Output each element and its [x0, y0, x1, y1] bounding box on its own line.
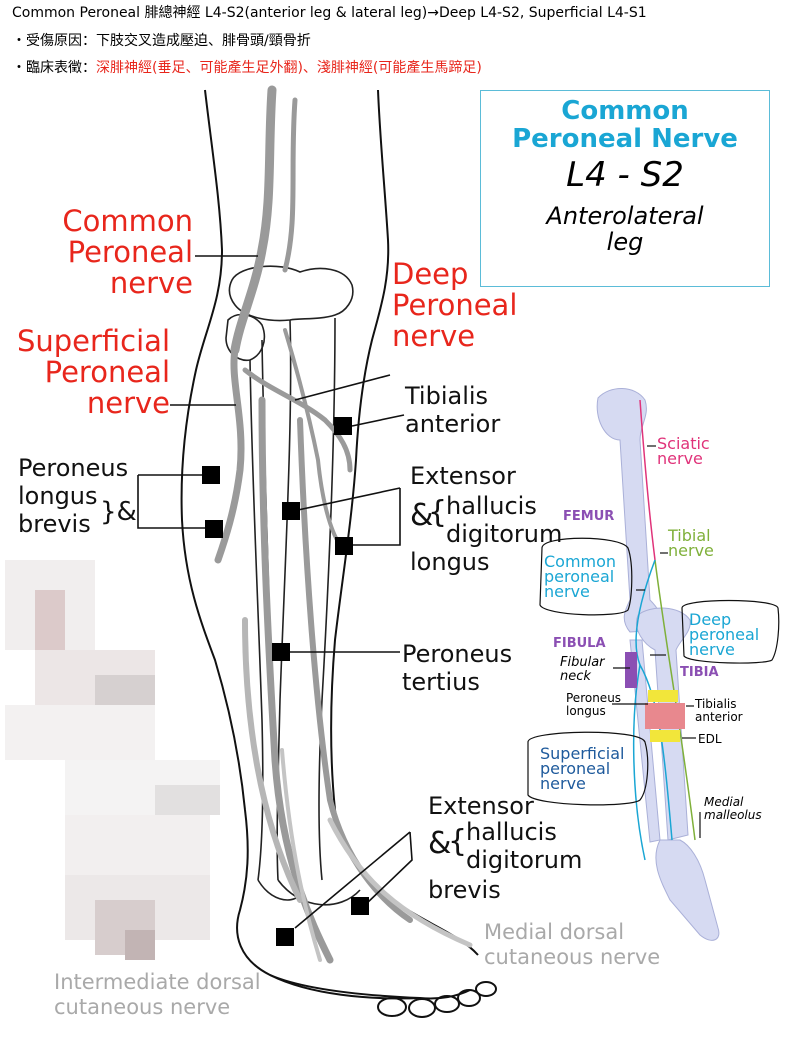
point-peroneus-longus: [202, 466, 220, 484]
title-box-level: L4 - S2: [566, 155, 684, 195]
title-box-title: Common Peroneal Nerve: [512, 96, 738, 154]
inset-deep-peroneal: Deep peroneal nerve: [689, 610, 760, 659]
inset-diagram: [527, 388, 780, 941]
motor-points: [202, 417, 369, 946]
label-hallucis-brevis: hallucis: [466, 818, 557, 846]
label-extensor-longus: Extensor: [410, 462, 516, 490]
header-line-1: Common Peroneal 腓總神經 L4-S2(anterior leg …: [12, 5, 647, 21]
point-peroneus-brevis: [205, 520, 223, 538]
label-deep-peroneal: Deep Peroneal nerve: [392, 257, 518, 353]
clinical-prefix: ・臨床表徵：: [12, 60, 96, 76]
label-tibialis-anterior: Tibialis anterior: [405, 382, 501, 438]
inset-medial-malleolus: Medial malleolus: [704, 795, 762, 822]
label-extensor-brevis: Extensor: [428, 792, 534, 820]
foot-bones: [655, 839, 720, 941]
header-line-2: ・受傷原因：下肢交叉造成壓迫、腓骨頭/頸骨折: [12, 33, 311, 49]
label-peroneus-longus-brevis: Peroneus longus brevis: [18, 454, 129, 538]
label-brace-longus: {: [428, 495, 448, 530]
point-peroneus-tertius: [272, 643, 290, 661]
fibular-neck-marker: [625, 652, 637, 688]
inset-edl: EDL: [698, 732, 722, 746]
label-brace-brevis: {: [448, 824, 468, 859]
inset-fibula: FIBULA: [553, 636, 606, 651]
inset-tibia: TIBIA: [680, 665, 719, 680]
point-tibialis-anterior: [334, 417, 352, 435]
label-medial-dorsal: Medial dorsal cutaneous nerve: [484, 920, 661, 969]
label-intermediate-dorsal: Intermediate dorsal cutaneous nerve: [54, 970, 261, 1019]
label-longus: longus: [410, 548, 490, 576]
point-edb: [276, 928, 294, 946]
inset-superficial-peroneal: Superficial peroneal nerve: [540, 744, 625, 793]
inset-tibial: Tibial nerve: [668, 526, 714, 560]
sciatic-nerve-line: [639, 399, 656, 561]
label-amp-brevis: &: [428, 826, 452, 861]
header-line-3: ・臨床表徵：深腓神經(垂足、可能產生足外翻)、淺腓神經(可能產生馬蹄足): [12, 59, 482, 77]
inset-tibialis-anterior: Tibialis anterior: [695, 697, 743, 724]
title-box: Common Peroneal Nerve L4 - S2 Anterolate…: [480, 90, 770, 287]
label-peroneus-tertius: Peroneus tertius: [402, 640, 513, 696]
clinical-findings: 深腓神經(垂足、可能產生足外翻)、淺腓神經(可能產生馬蹄足): [96, 60, 482, 76]
point-ehl: [282, 502, 300, 520]
label-hallucis-longus: hallucis: [446, 492, 537, 520]
leader-lines: [137, 255, 413, 929]
peroneal-nerve-line: [635, 559, 673, 841]
inset-peroneus-longus: Peroneus longus: [566, 691, 622, 718]
label-amp-longus: &: [410, 498, 434, 533]
inset-femur: FEMUR: [563, 509, 615, 524]
label-superficial-peroneal: Superficial Peroneal nerve: [16, 324, 170, 420]
inset-common-peroneal: Common peroneal nerve: [544, 552, 617, 601]
point-ehb: [351, 897, 369, 915]
label-digitorum-longus: digitorum: [446, 520, 563, 548]
inset-sciatic: Sciatic nerve: [657, 434, 710, 468]
label-peroneus-amp: }&: [100, 497, 137, 527]
point-edl: [335, 537, 353, 555]
label-brevis: brevis: [428, 876, 501, 904]
label-digitorum-brevis: digitorum: [466, 846, 583, 874]
tibial-nerve-line: [654, 559, 696, 841]
inset-fibular-neck: Fibular neck: [560, 655, 605, 684]
label-common-peroneal: Common Peroneal nerve: [62, 204, 193, 300]
nerve-paths: [214, 85, 473, 964]
title-box-region: Anterolateral leg: [546, 202, 704, 256]
